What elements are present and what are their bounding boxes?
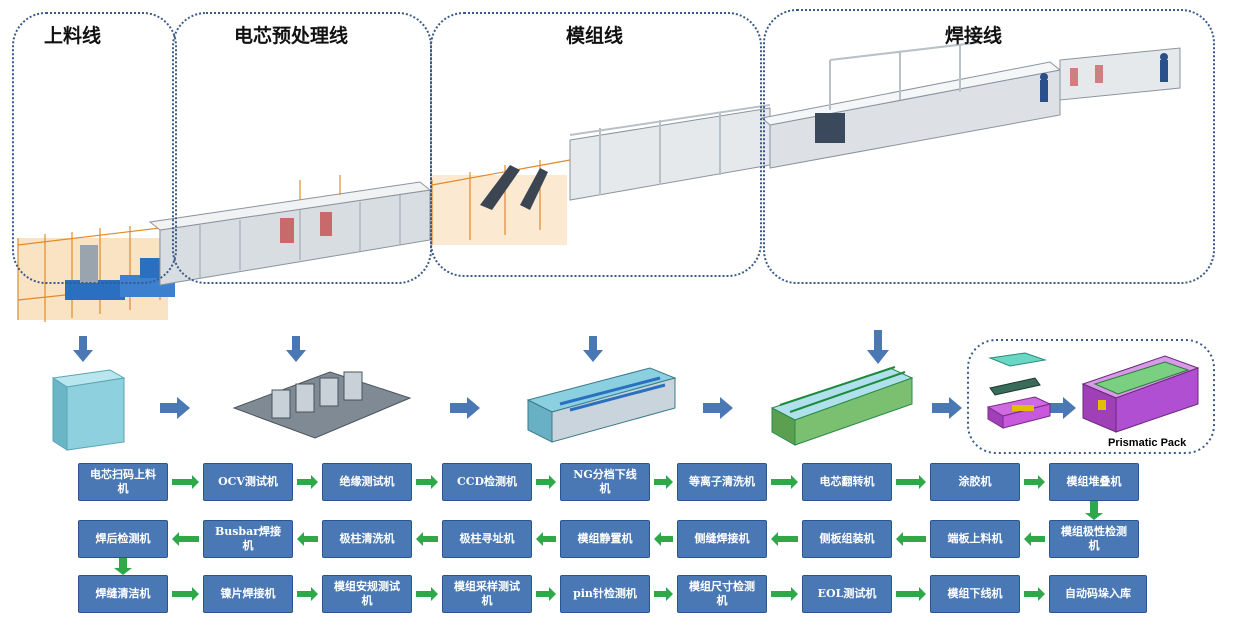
flow-left-arrow-icon (1024, 532, 1045, 546)
process-step: NG分档下线机 (560, 463, 650, 501)
process-step: CCD检测机 (442, 463, 532, 501)
battery-module-image (526, 367, 677, 443)
process-step: 端板上料机 (930, 520, 1020, 558)
process-step: 极柱寻址机 (442, 520, 532, 558)
right-arrow-icon (1048, 397, 1076, 419)
down-arrows (73, 330, 889, 364)
zone-module-line (430, 12, 762, 277)
down-arrow-icon (583, 336, 603, 362)
process-step: pin针检测机 (560, 575, 650, 613)
zone-label-welding: 焊接线 (945, 25, 1003, 47)
process-step: 模组采样测试机 (442, 575, 532, 613)
flow-right-arrow-icon (297, 475, 318, 489)
flow-down-arrow-icon (1085, 501, 1103, 520)
process-step: 模组静置机 (560, 520, 650, 558)
process-step: 模组堆叠机 (1049, 463, 1139, 501)
prismatic-pack-image (1081, 355, 1200, 433)
process-step: OCV测试机 (203, 463, 293, 501)
process-step: 镍片焊接机 (203, 575, 293, 613)
process-step: 侧缝焊接机 (677, 520, 767, 558)
process-step: 模组极性检测机 (1049, 520, 1139, 558)
flow-left-arrow-icon (172, 532, 199, 546)
process-step: Busbar焊接机 (203, 520, 293, 558)
process-step: 焊缝清洁机 (78, 575, 168, 613)
flow-left-arrow-icon (654, 532, 673, 546)
process-flow-arrows (114, 475, 1103, 601)
zone-welding-line (763, 9, 1215, 284)
flow-right-arrow-icon (172, 475, 199, 489)
flow-right-arrow-icon (172, 587, 199, 601)
process-step: EOL测试机 (802, 575, 892, 613)
flow-left-arrow-icon (416, 532, 438, 546)
right-arrow-icon (703, 397, 733, 419)
cell-pretreatment-machines (148, 175, 432, 286)
flow-left-arrow-icon (536, 532, 556, 546)
zone-label-feeding: 上料线 (44, 25, 102, 47)
flow-right-arrow-icon (654, 475, 673, 489)
product-stages-illustration (51, 330, 1215, 454)
process-step: 电芯翻转机 (802, 463, 892, 501)
zone-feeding-line (12, 12, 177, 284)
welded-module-image (770, 366, 914, 446)
down-arrow-icon (867, 330, 889, 364)
flow-right-arrow-icon (771, 475, 798, 489)
process-step: 焊后检测机 (78, 520, 168, 558)
process-step: 等离子清洗机 (677, 463, 767, 501)
flow-right-arrow-icon (771, 587, 798, 601)
flow-right-arrow-icon (896, 475, 926, 489)
process-step: 模组下线机 (930, 575, 1020, 613)
zone-label-module: 模组线 (566, 25, 624, 47)
process-step: 模组安规测试机 (322, 575, 412, 613)
flow-right-arrow-icon (654, 587, 673, 601)
process-step: 侧板组装机 (802, 520, 892, 558)
process-step: 模组尺寸检测机 (677, 575, 767, 613)
module-line-machines (431, 104, 771, 245)
zone-label-cell-pretreatment: 电芯预处理线 (234, 25, 349, 47)
flow-left-arrow-icon (771, 532, 798, 546)
pack-components-image (986, 352, 1052, 429)
flow-left-arrow-icon (297, 532, 318, 546)
flow-right-arrow-icon (416, 587, 438, 601)
down-arrow-icon (73, 336, 93, 362)
process-step: 涂胶机 (930, 463, 1020, 501)
right-arrow-icon (450, 397, 480, 419)
flow-right-arrow-icon (536, 475, 556, 489)
production-line-illustration (17, 39, 1181, 322)
down-arrow-icon (286, 336, 306, 362)
flow-right-arrow-icon (416, 475, 438, 489)
process-arrows (160, 397, 1076, 419)
flow-right-arrow-icon (1024, 475, 1045, 489)
process-step: 极柱清洗机 (322, 520, 412, 558)
zone-cell-pretreatment-line (172, 12, 432, 284)
process-step: 自动码垛入库 (1049, 575, 1147, 613)
welding-line-machines (760, 39, 1181, 169)
cell-fixture-image (232, 371, 412, 439)
flow-right-arrow-icon (536, 587, 556, 601)
prismatic-pack-label: Prismatic Pack (1108, 437, 1187, 449)
right-arrow-icon (932, 397, 962, 419)
flow-left-arrow-icon (896, 532, 926, 546)
process-step: 电芯扫码上料机 (78, 463, 168, 501)
flow-right-arrow-icon (896, 587, 926, 601)
flow-right-arrow-icon (1024, 587, 1045, 601)
battery-cell-image (51, 369, 126, 451)
flow-right-arrow-icon (297, 587, 318, 601)
process-step: 绝缘测试机 (322, 463, 412, 501)
right-arrow-icon (160, 397, 190, 419)
flow-down-arrow-icon (114, 558, 132, 575)
pack-zone-box (967, 339, 1215, 454)
